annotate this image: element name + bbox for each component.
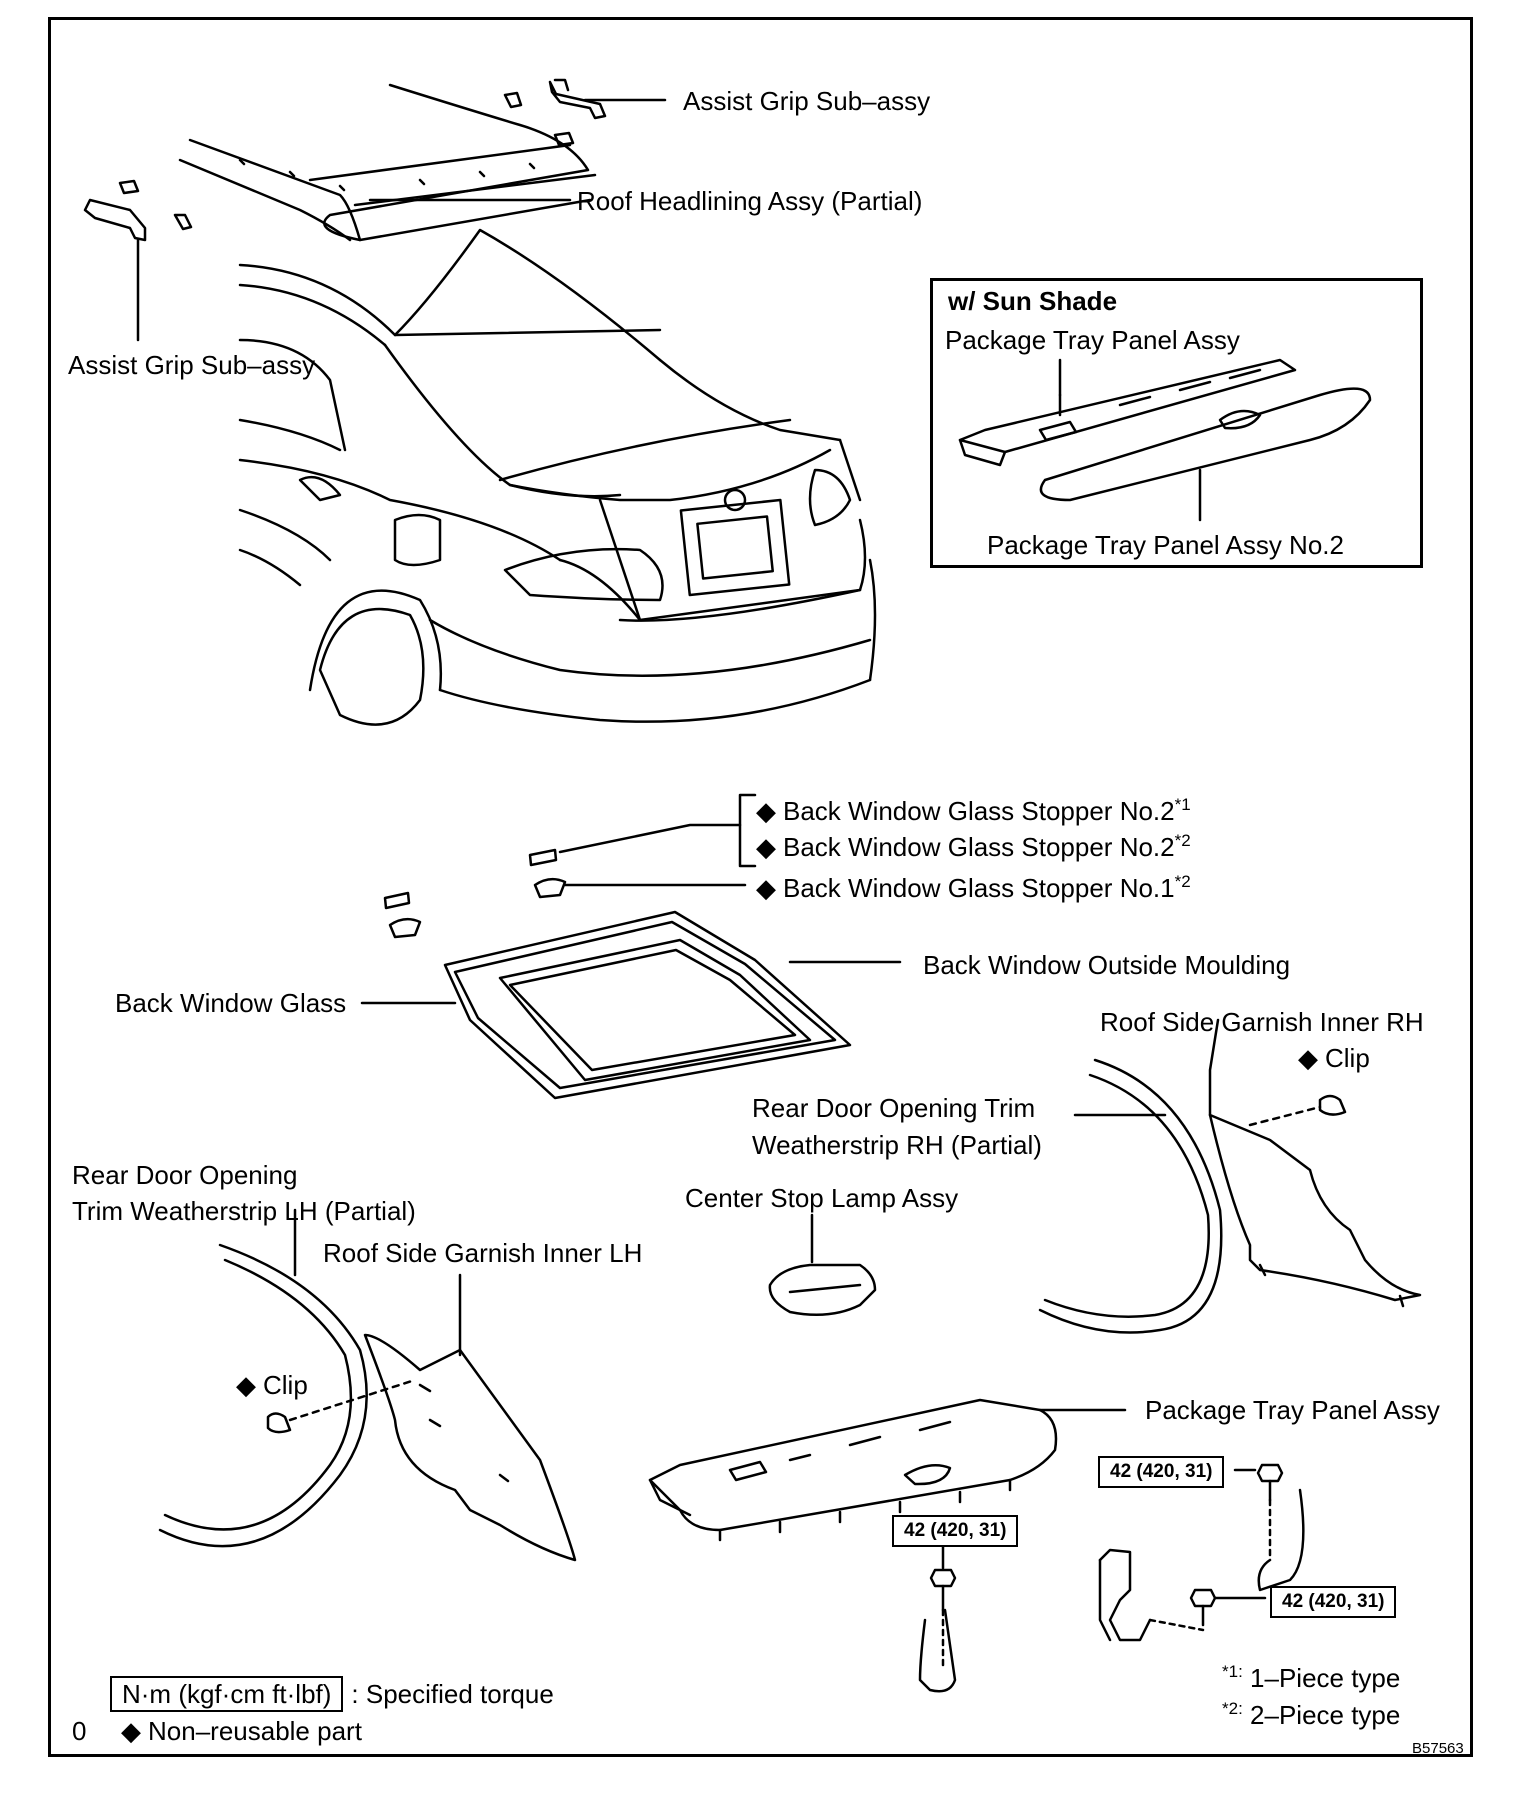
- nonreusable-diamond-icon: ◆: [121, 1716, 141, 1746]
- torque-spec-center: 42 (420, 31): [892, 1515, 1019, 1547]
- label-stopper-no2-2: ◆Back Window Glass Stopper No.2*2: [756, 831, 1191, 862]
- lh-trim-and-garnish: [158, 1208, 577, 1562]
- package-tray-main-drawing: [648, 1398, 1127, 1542]
- torque-spec-upper-right: 42 (420, 31): [1098, 1456, 1225, 1488]
- back-window-glass: [360, 910, 902, 1100]
- label-rear-door-trim-lh-1: Rear Door Opening: [72, 1160, 298, 1190]
- sunshade-inset-box: [930, 278, 1423, 568]
- label-package-tray-sunshade: Package Tray Panel Assy: [945, 325, 1240, 355]
- label-stopper-no1: ◆Back Window Glass Stopper No.1*2: [756, 872, 1191, 903]
- label-package-tray-no2: Package Tray Panel Assy No.2: [987, 530, 1344, 560]
- label-assist-grip-top: Assist Grip Sub–assy: [683, 86, 931, 116]
- nonreusable-diamond-icon: ◆: [756, 832, 776, 862]
- rh-trim-and-garnish: [1038, 1018, 1422, 1334]
- torque-unit-box: N·m (kgf·cm ft·lbf): [110, 1676, 344, 1712]
- label-assist-grip-left: Assist Grip Sub–assy: [68, 350, 316, 380]
- figure-id: B57563: [1412, 1740, 1464, 1757]
- legend-marker-zero: 0: [72, 1716, 87, 1746]
- legend-torque: N·m (kgf·cm ft·lbf): Specified torque: [110, 1676, 554, 1712]
- label-clip-rh: ◆Clip: [1298, 1043, 1370, 1073]
- legend-nonreusable: ◆Non–reusable part: [121, 1716, 362, 1746]
- label-back-window-glass: Back Window Glass: [115, 988, 347, 1018]
- legend-note-2: *2: 2–Piece type: [1222, 1699, 1401, 1730]
- label-clip-lh: ◆Clip: [236, 1370, 308, 1400]
- label-center-stop-lamp: Center Stop Lamp Assy: [685, 1183, 959, 1213]
- nonreusable-diamond-icon: ◆: [1298, 1043, 1318, 1073]
- label-rear-door-trim-rh-2: Weatherstrip RH (Partial): [752, 1130, 1042, 1160]
- roof-headlining-part: [178, 83, 597, 242]
- nonreusable-diamond-icon: ◆: [756, 873, 776, 903]
- center-stop-lamp-part: [768, 1213, 877, 1317]
- label-stopper-no2-1: ◆Back Window Glass Stopper No.2*1: [756, 795, 1191, 826]
- label-rear-door-trim-rh-1: Rear Door Opening Trim: [752, 1093, 1036, 1123]
- label-sun-shade-title: w/ Sun Shade: [948, 286, 1118, 316]
- bolts-and-anchors: [918, 1463, 1305, 1693]
- legend-note-1: *1: 1–Piece type: [1222, 1662, 1401, 1693]
- nonreusable-diamond-icon: ◆: [236, 1370, 256, 1400]
- car-body: [238, 228, 877, 726]
- label-roof-side-garnish-lh: Roof Side Garnish Inner LH: [323, 1238, 643, 1268]
- window-stoppers: [383, 793, 757, 939]
- label-roof-side-garnish-rh: Roof Side Garnish Inner RH: [1100, 1007, 1424, 1037]
- torque-spec-lower-right: 42 (420, 31): [1270, 1586, 1397, 1618]
- assist-grip-top-part: [503, 78, 667, 147]
- label-rear-door-trim-lh-2: Trim Weatherstrip LH (Partial): [72, 1196, 416, 1226]
- label-outside-moulding: Back Window Outside Moulding: [923, 950, 1291, 980]
- label-roof-headlining: Roof Headlining Assy (Partial): [577, 186, 923, 216]
- nonreusable-diamond-icon: ◆: [756, 796, 776, 826]
- label-package-tray-main: Package Tray Panel Assy: [1145, 1395, 1440, 1425]
- assist-grip-left-part: [83, 179, 193, 342]
- sunshade-tray-drawing: [958, 358, 1372, 522]
- diagram-frame: [48, 17, 1473, 1757]
